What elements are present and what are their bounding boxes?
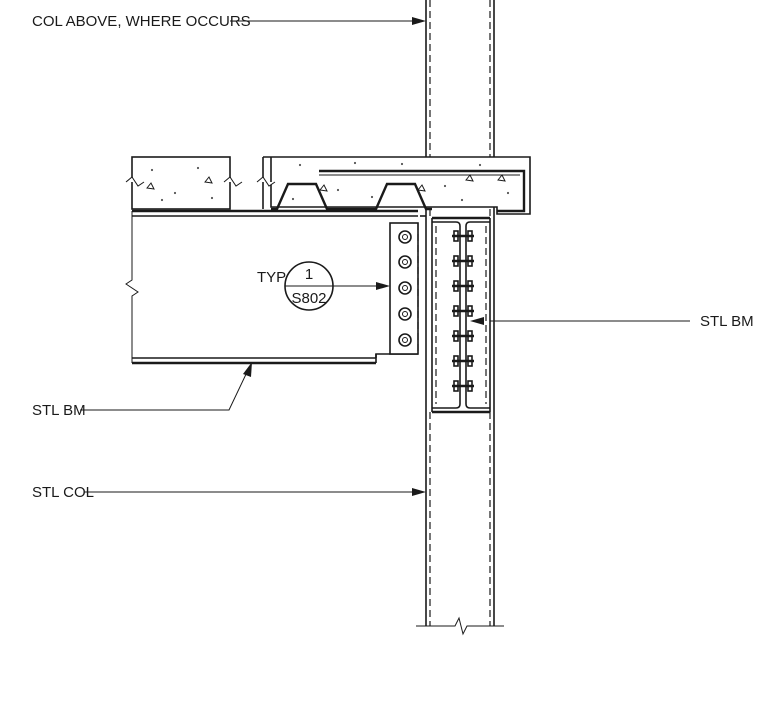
bolt	[398, 230, 412, 244]
label-stl-bm-left: STL BM	[32, 402, 86, 419]
through-bolt	[452, 380, 474, 392]
bolt	[398, 333, 412, 347]
concrete-aggregate	[146, 161, 510, 202]
detail-number: 1	[305, 266, 313, 283]
detail-callout-prefix: TYP	[257, 269, 286, 286]
bolt	[398, 255, 412, 269]
label-col-above: COL ABOVE, WHERE OCCURS	[32, 13, 251, 30]
concrete-slab-main	[256, 156, 531, 215]
metal-deck	[132, 182, 432, 211]
through-bolt	[452, 255, 474, 267]
leader-col-above	[230, 17, 426, 25]
leader-stl-bm-left	[80, 362, 252, 411]
steel-beam-section	[431, 216, 491, 414]
column-break-line	[416, 616, 504, 636]
through-bolt	[452, 230, 474, 242]
label-stl-col: STL COL	[32, 484, 94, 501]
concrete-slab-left	[125, 156, 243, 210]
leader-stl-bm-right	[470, 317, 690, 325]
bolt	[398, 307, 412, 321]
through-bolt	[452, 305, 474, 317]
through-bolt	[452, 280, 474, 292]
detail-sheet-reference: S802	[291, 290, 326, 307]
label-stl-bm-right: STL BM	[700, 313, 754, 330]
shear-tab	[389, 215, 426, 355]
leader-stl-col	[84, 488, 426, 496]
detail-callout: TYP 1 S802	[257, 261, 390, 311]
bolt	[398, 281, 412, 295]
through-bolt	[452, 330, 474, 342]
through-bolt	[452, 355, 474, 367]
through-bolts	[452, 230, 474, 392]
bolt-group	[398, 230, 412, 347]
steel-beam-elevation	[125, 209, 418, 365]
